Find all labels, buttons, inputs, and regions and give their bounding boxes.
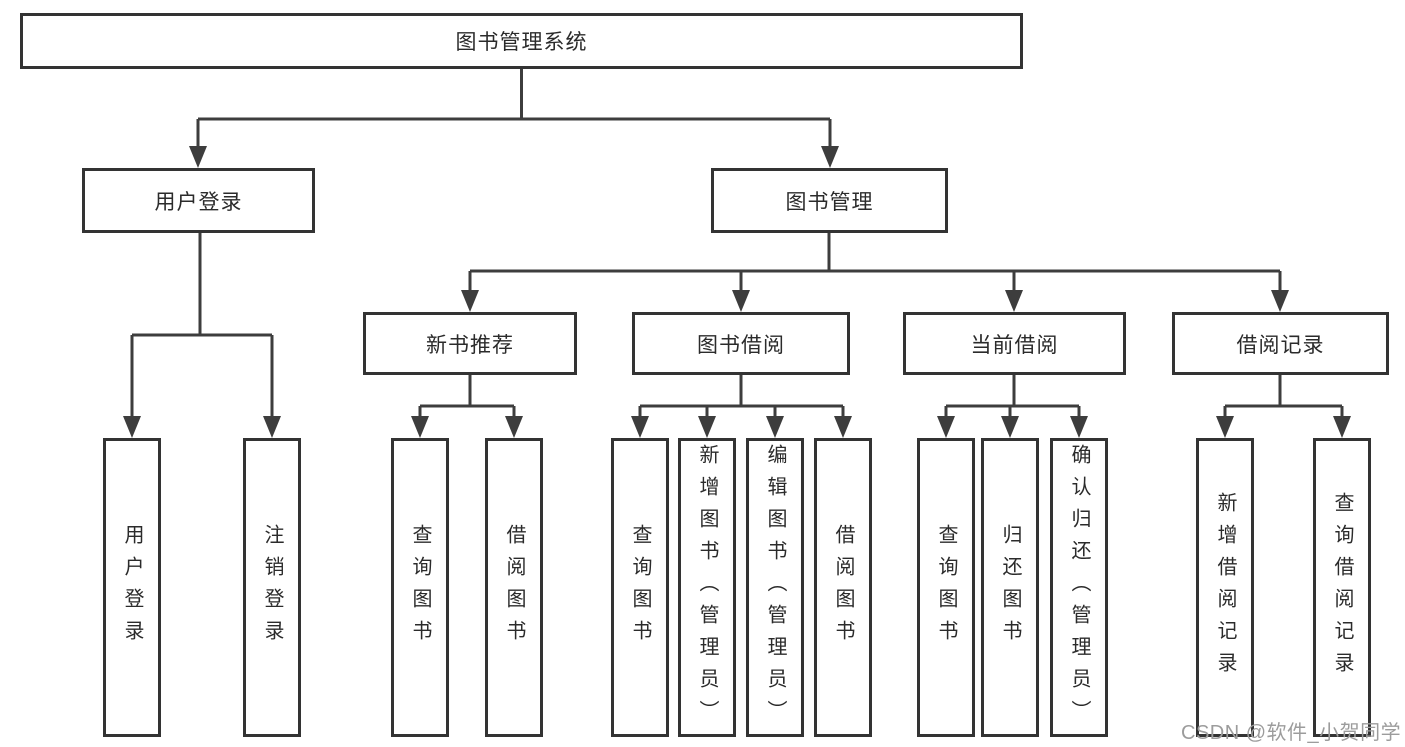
leaf-label: 查询图书 (409, 523, 431, 652)
leaf-label: 确认归还（管理员） (1068, 443, 1090, 732)
node-label: 新书推荐 (426, 333, 514, 357)
leaf-label: 新增借阅记录 (1214, 491, 1236, 684)
leaf-br-add-record: 新增借阅记录 (1196, 438, 1254, 737)
arrowhead-down-icon (189, 146, 207, 168)
arrowhead-down-icon (263, 416, 281, 438)
node-borrow-records: 借阅记录 (1172, 312, 1389, 375)
leaf-label: 查询图书 (935, 523, 957, 652)
node-label: 借阅记录 (1236, 333, 1325, 357)
node-label: 图书借阅 (697, 333, 785, 357)
node-label: 图书管理系统 (455, 31, 588, 54)
node-label: 图书管理 (785, 190, 874, 214)
connector-current-borrow-children (937, 375, 1088, 438)
leaf-cb-query-books: 查询图书 (917, 438, 975, 737)
node-user-login: 用户登录 (82, 168, 315, 233)
leaf-bb-query-books: 查询图书 (611, 438, 669, 737)
leaf-bb-edit-books-admin: 编辑图书（管理员） (746, 438, 804, 737)
connector-new-book-recommend-children (411, 375, 523, 438)
node-root-system: 图书管理系统 (20, 13, 1023, 69)
leaf-label: 注销登录 (261, 523, 283, 652)
node-book-management: 图书管理 (711, 168, 948, 233)
connector-user-login-children (123, 233, 281, 438)
leaf-bb-add-books-admin: 新增图书（管理员） (678, 438, 736, 737)
arrowhead-down-icon (631, 416, 649, 438)
leaf-label: 查询图书 (629, 523, 651, 652)
arrowhead-down-icon (937, 416, 955, 438)
node-book-borrow: 图书借阅 (632, 312, 850, 375)
arrowhead-down-icon (123, 416, 141, 438)
node-label: 当前借阅 (970, 333, 1059, 357)
leaf-nbr-query-books: 查询图书 (391, 438, 449, 737)
leaf-cb-return-books: 归还图书 (981, 438, 1039, 737)
leaf-label: 用户登录 (121, 523, 143, 652)
connector-borrow-records-children (1216, 375, 1351, 438)
arrowhead-down-icon (1216, 416, 1234, 438)
arrowhead-down-icon (505, 416, 523, 438)
arrowhead-down-icon (411, 416, 429, 438)
node-current-borrow: 当前借阅 (903, 312, 1126, 375)
node-new-book-recommend: 新书推荐 (363, 312, 577, 375)
arrowhead-down-icon (698, 416, 716, 438)
connector-root-to-level2 (189, 69, 839, 168)
leaf-br-query-record: 查询借阅记录 (1313, 438, 1371, 737)
arrowhead-down-icon (1271, 290, 1289, 312)
leaf-user-login: 用户登录 (103, 438, 161, 737)
arrowhead-down-icon (1333, 416, 1351, 438)
leaf-label: 编辑图书（管理员） (764, 443, 786, 732)
arrowhead-down-icon (834, 416, 852, 438)
leaf-bb-borrow-books: 借阅图书 (814, 438, 872, 737)
leaf-label: 借阅图书 (832, 523, 854, 652)
leaf-logout-login: 注销登录 (243, 438, 301, 737)
arrowhead-down-icon (1070, 416, 1088, 438)
arrowhead-down-icon (461, 290, 479, 312)
arrowhead-down-icon (766, 416, 784, 438)
node-label: 用户登录 (154, 190, 243, 214)
connector-book-management-children (461, 233, 1289, 312)
leaf-nbr-borrow-books: 借阅图书 (485, 438, 543, 737)
leaf-cb-confirm-return-admin: 确认归还（管理员） (1050, 438, 1108, 737)
leaf-label: 查询借阅记录 (1331, 491, 1353, 684)
watermark: CSDN @软件_小贺同学 (1181, 722, 1402, 744)
arrowhead-down-icon (1005, 290, 1023, 312)
leaf-label: 归还图书 (999, 523, 1021, 652)
leaf-label: 借阅图书 (503, 523, 525, 652)
connector-book-borrow-children (631, 375, 852, 438)
arrowhead-down-icon (821, 146, 839, 168)
arrowhead-down-icon (732, 290, 750, 312)
leaf-label: 新增图书（管理员） (696, 443, 718, 732)
arrowhead-down-icon (1001, 416, 1019, 438)
